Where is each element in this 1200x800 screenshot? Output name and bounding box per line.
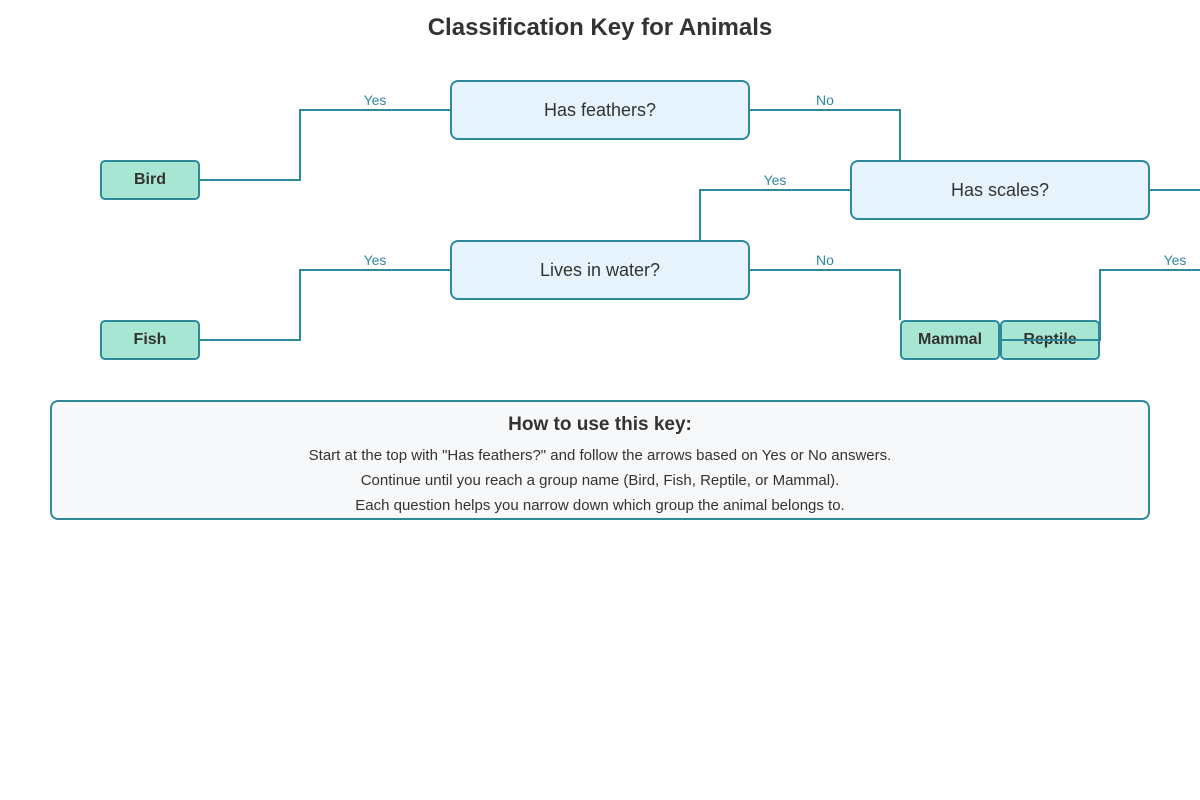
node-lives-in-water-label: Lives in water? bbox=[539, 259, 661, 280]
leaf-fish: Fish bbox=[100, 320, 200, 360]
leaf-mammal-label: Mammal bbox=[917, 331, 983, 348]
node-has-scales-label: Has scales? bbox=[950, 179, 1050, 200]
edge-feathers-yes bbox=[200, 109, 450, 181]
instructions-panel: How to use this key: Start at the top wi… bbox=[50, 400, 1150, 520]
edge-label-water-no: No bbox=[816, 252, 834, 268]
edge-label-reptile-yes: Yes bbox=[1164, 252, 1187, 268]
instruction-line: Each question helps you narrow down whic… bbox=[355, 497, 845, 514]
leaf-bird-label: Bird bbox=[134, 171, 166, 188]
diagram-title: Classification Key for Animals bbox=[427, 14, 773, 41]
edge-label-feathers-yes: Yes bbox=[364, 92, 387, 108]
node-lives-in-water: Lives in water? bbox=[450, 240, 750, 300]
edge-label-feathers-no: No bbox=[816, 92, 834, 108]
node-has-feathers-label: Has feathers? bbox=[543, 99, 657, 120]
leaf-mammal: Mammal bbox=[900, 320, 1000, 360]
instructions-heading: How to use this key: bbox=[508, 414, 692, 435]
edge-label-water-yes: Yes bbox=[364, 252, 387, 268]
leaf-fish-label: Fish bbox=[133, 331, 167, 348]
edge-feathers-no bbox=[750, 109, 901, 160]
node-has-feathers: Has feathers? bbox=[450, 80, 750, 140]
edge-water-no bbox=[750, 269, 901, 320]
edge-water-yes bbox=[200, 269, 450, 341]
leaf-bird: Bird bbox=[100, 160, 200, 200]
instruction-line: Start at the top with "Has feathers?" an… bbox=[308, 447, 892, 464]
edge-label-scales-yes: Yes bbox=[764, 172, 787, 188]
instructions-lines: Start at the top with "Has feathers?" an… bbox=[52, 443, 1148, 518]
instruction-line: Continue until you reach a group name (B… bbox=[360, 472, 840, 489]
node-has-scales: Has scales? bbox=[850, 160, 1150, 220]
edge-scales-yes bbox=[699, 189, 850, 240]
